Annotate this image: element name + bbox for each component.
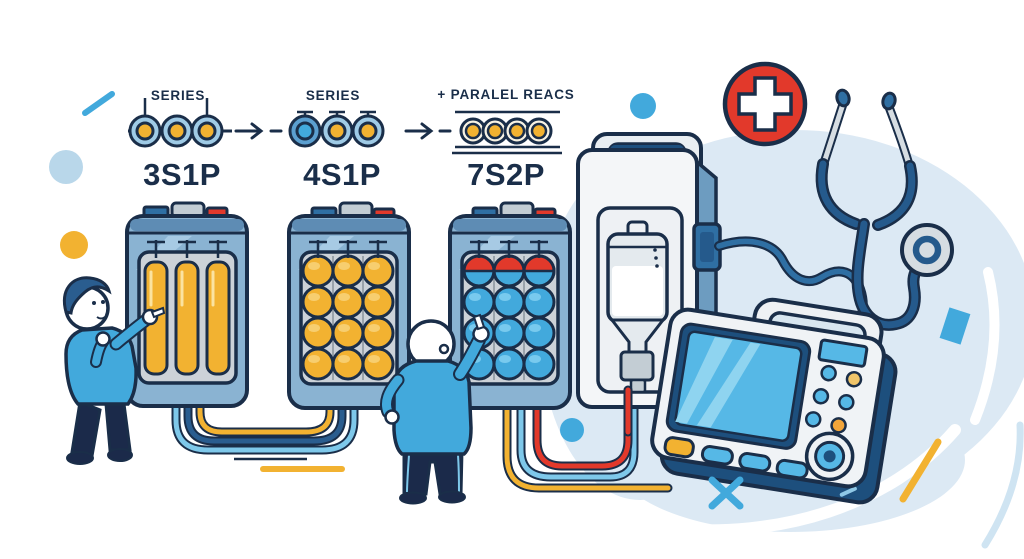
series-label-2: SERIES <box>306 88 360 103</box>
person-middle-hip-hand <box>384 409 400 425</box>
decor-blue-dash <box>82 91 115 116</box>
decor-underlines <box>234 457 345 472</box>
code-label-7s2p: 7S2P <box>467 157 545 192</box>
code-label-3s1p: 3S1P <box>143 157 221 192</box>
series-diagram: SERIES SERIES + PARALEL REACS 3S1P 4S1P … <box>128 87 574 192</box>
medical-cross-icon <box>722 61 808 147</box>
iv-bag <box>606 220 669 394</box>
decor-orange-dot <box>60 231 88 259</box>
person-left <box>63 276 166 465</box>
battery-pack-7s2p <box>448 201 572 410</box>
stethoscope-icon <box>815 88 954 331</box>
decor-blue-parallelogram <box>939 307 971 345</box>
monitor-small-display <box>817 338 869 368</box>
monitor-screen <box>665 322 812 450</box>
decor-bottom-right <box>708 307 971 510</box>
person-middle-body <box>392 359 473 456</box>
cable-loop-pack1-pack2 <box>171 401 359 455</box>
decor-top-left <box>49 91 115 259</box>
cable-loop-pack3 <box>502 379 673 493</box>
parallel-label: + PARALEL REACS <box>437 87 574 102</box>
series-label-1: SERIES <box>151 88 205 103</box>
monitor-small-buttons[interactable] <box>804 364 863 435</box>
person-middle-ear <box>438 343 450 355</box>
person-left-chin-hand <box>95 331 111 347</box>
code-label-4s1p: 4S1P <box>303 157 381 192</box>
patient-monitor <box>650 297 898 505</box>
arrow-icon-1 <box>234 122 264 140</box>
decor-lightblue-dot <box>49 150 83 184</box>
person-middle <box>379 313 490 505</box>
person-middle-pointing-hand <box>472 313 486 331</box>
battery-pack-4s1p <box>287 201 411 410</box>
battery-pack-3s1p <box>125 201 249 408</box>
decor-blue-dot-top <box>630 93 656 119</box>
arrow-icon-2 <box>404 122 434 140</box>
person-left-pointing-hand <box>150 306 166 319</box>
monitor-knob[interactable] <box>803 430 856 483</box>
person-left-hair <box>63 276 112 315</box>
decor-blue-dot-bottom <box>560 418 584 442</box>
monitor-function-buttons[interactable] <box>663 436 809 480</box>
cells-4s1p <box>301 254 395 381</box>
